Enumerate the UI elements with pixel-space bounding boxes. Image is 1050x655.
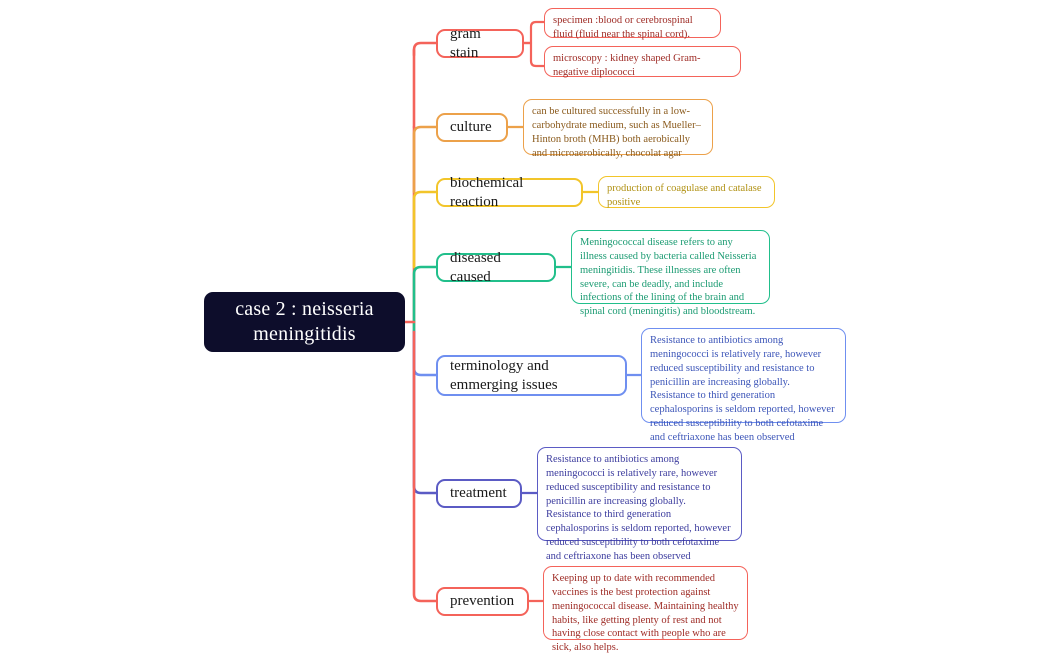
leaf-text: Meningococcal disease refers to any illn… bbox=[580, 237, 757, 318]
branch-node-culture[interactable]: culture bbox=[436, 113, 508, 142]
leaf-node-prevention-vaccines[interactable]: Keeping up to date with recommended vacc… bbox=[543, 566, 748, 653]
branch-label-gram-stain: gram stain bbox=[450, 26, 481, 61]
elbow-diseased-caused bbox=[412, 265, 438, 334]
branch-label-diseased-caused: diseased caused bbox=[450, 250, 501, 285]
elbow-treatment bbox=[412, 330, 438, 495]
branch-node-prevention[interactable]: prevention bbox=[436, 587, 529, 616]
leaf-node-biochemical-coagulase[interactable]: production of coagulase and catalase pos… bbox=[598, 176, 775, 208]
branch-label-prevention: prevention bbox=[450, 593, 515, 610]
leaf-node-terminology-resistance[interactable]: Resistance to antibiotics among meningoc… bbox=[641, 328, 846, 443]
leaf-text: Keeping up to date with recommended vacc… bbox=[552, 573, 739, 654]
root-node[interactable]: case 2 : neisseria meningitidis bbox=[204, 292, 405, 352]
leaf-text: production of coagulase and catalase pos… bbox=[607, 183, 762, 208]
branch-node-diseased-caused[interactable]: diseased caused bbox=[436, 250, 556, 285]
branch-node-gram-stain[interactable]: gram stain bbox=[436, 26, 524, 61]
leaf-node-culture-medium[interactable]: can be cultured successfully in a low-ca… bbox=[523, 99, 713, 159]
root-node-label: case 2 : neisseria meningitidis bbox=[235, 298, 374, 345]
branch-node-terminology-and-emmerging-issues[interactable]: terminology and emmerging issues bbox=[436, 355, 627, 396]
elbow-prevention bbox=[412, 330, 438, 603]
leaf-text: specimen :blood or cerebrospinal fluid (… bbox=[553, 15, 693, 40]
leaf-node-treatment-resistance[interactable]: Resistance to antibiotics among meningoc… bbox=[537, 447, 742, 562]
branch-node-biochemical-reaction[interactable]: biochemical reaction bbox=[436, 175, 583, 210]
leaf-text: Resistance to antibiotics among meningoc… bbox=[546, 454, 731, 563]
elbow-gram-stain bbox=[412, 41, 438, 57]
leaf-text: can be cultured successfully in a low-ca… bbox=[532, 106, 701, 159]
leaf-node-diseased-caused-description[interactable]: Meningococcal disease refers to any illn… bbox=[571, 230, 770, 317]
branch-label-biochemical-reaction: biochemical reaction bbox=[450, 175, 524, 210]
elbow-culture bbox=[412, 125, 438, 194]
elbow-terminology bbox=[412, 330, 438, 377]
leaf-node-gram-stain-specimen[interactable]: specimen :blood or cerebrospinal fluid (… bbox=[544, 8, 721, 40]
branch-label-treatment: treatment bbox=[450, 485, 507, 502]
leaf-text: Resistance to antibiotics among meningoc… bbox=[650, 335, 835, 444]
leaf-connector-gram-1 bbox=[521, 20, 546, 45]
branch-label-terminology-and-emmerging-issues: terminology and emmerging issues bbox=[450, 358, 558, 393]
branch-label-culture: culture bbox=[450, 119, 492, 136]
leaf-text: microscopy : kidney shaped Gram-negative… bbox=[553, 53, 701, 78]
leaf-node-gram-stain-microscopy[interactable]: microscopy : kidney shaped Gram-negative… bbox=[544, 46, 741, 78]
branch-node-treatment[interactable]: treatment bbox=[436, 479, 522, 508]
elbow-biochemical bbox=[412, 190, 438, 269]
leaf-connector-gram-2 bbox=[521, 41, 546, 68]
